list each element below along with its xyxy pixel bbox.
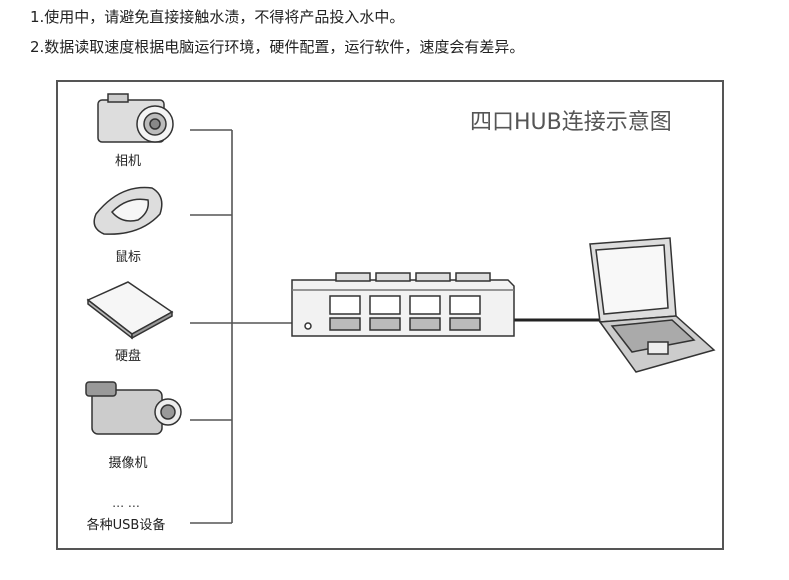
diagram-title: 四口HUB连接示意图 [470,110,672,135]
device-label-usb-devices: 各种USB设备 [86,518,166,533]
device-label-camcorder: 摄像机 [108,456,148,471]
device-label-hard-drive: 硬盘 [114,349,142,364]
laptop-icon [589,237,716,373]
more-devices-ellipsis: … … [112,496,140,510]
usage-note-1: 1.使用中，请避免直接接触水渍，不得将产品投入水中。 [30,8,405,26]
device-label-camera: 相机 [114,154,142,169]
camcorder-icon [85,381,182,435]
camera-icon [97,93,174,143]
hard-drive-icon [86,281,174,340]
connector-lines [190,129,606,524]
usb-hub-icon [291,272,515,337]
mouse-icon [93,186,163,235]
diagram-frame [56,80,724,550]
usage-note-2: 2.数据读取速度根据电脑运行环境，硬件配置，运行软件，速度会有差异。 [30,38,525,56]
device-label-mouse: 鼠标 [114,250,142,265]
